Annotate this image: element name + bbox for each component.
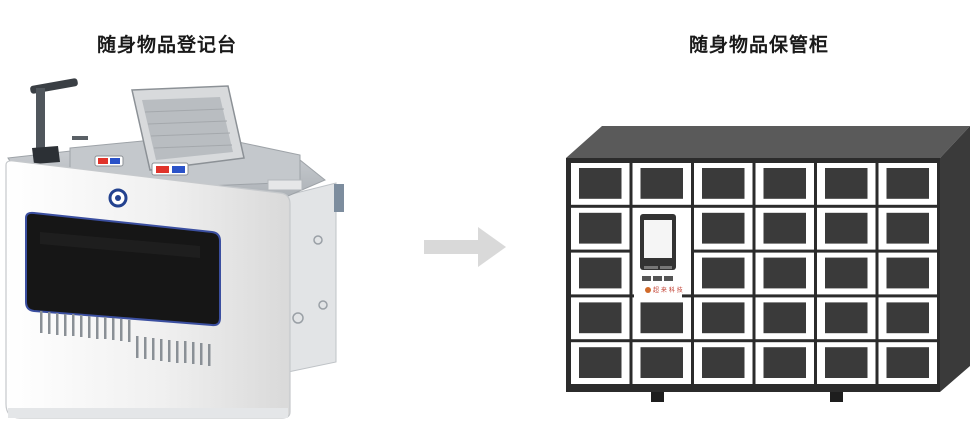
locker-window (825, 257, 868, 289)
locker-window (579, 302, 622, 334)
locker-window (702, 212, 745, 244)
locker-window (886, 212, 929, 244)
locker-window (579, 212, 622, 244)
locker-window (702, 257, 745, 289)
locker-window (763, 302, 806, 334)
locker-window (886, 302, 929, 334)
locker-window (702, 347, 745, 378)
locker-window (886, 168, 929, 199)
locker-window (763, 212, 806, 244)
locker-window (579, 257, 622, 289)
locker-window (825, 347, 868, 378)
registration-desk-title: 随身物品登记台 (97, 34, 238, 56)
locker-window (702, 168, 745, 199)
vent-slots (40, 311, 211, 366)
storage-cabinet: 超 来 科 技 (566, 126, 970, 402)
locker-window (702, 302, 745, 334)
storage-cabinet-title: 随身物品保管柜 (689, 34, 830, 56)
locker-window (763, 347, 806, 378)
registration-desk (5, 78, 344, 419)
locker-window (640, 302, 683, 334)
brand-logo-icon (645, 287, 651, 293)
locker-window (763, 168, 806, 199)
locker-window (825, 212, 868, 244)
control-panel: 超 来 科 技 (634, 210, 683, 298)
locker-window (825, 168, 868, 199)
locker-window (763, 257, 806, 289)
brand-text: 超 来 科 技 (653, 286, 683, 294)
locker-window (579, 168, 622, 199)
locker-window (579, 347, 622, 378)
locker-window (825, 302, 868, 334)
locker-window (640, 168, 683, 199)
right-arrow-icon (424, 227, 506, 267)
locker-window (886, 257, 929, 289)
locker-window (886, 347, 929, 378)
locker-window (640, 347, 683, 378)
